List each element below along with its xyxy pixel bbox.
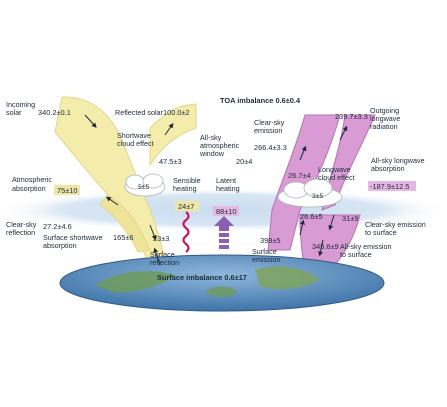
latent-heating-value: 88±10 <box>216 207 237 216</box>
incoming-solar-value: 340.2±0.1 <box>38 108 71 117</box>
sw-cloud-small-value: 5±5 <box>138 184 150 191</box>
lw-down-value-a: 26.6±5 <box>300 212 323 221</box>
atmos-absorption-value: 75±10 <box>57 186 78 195</box>
lw-down-value-b: 31±9 <box>342 214 358 223</box>
reflected-solar-label: Reflected solar <box>115 108 164 117</box>
lw-cloud-top-value: 26.7±4 <box>288 171 311 180</box>
lw-absorption-value: -187.9±12.5 <box>370 182 409 191</box>
surface-sw-value: 165±6 <box>113 233 134 242</box>
earth-surface <box>59 254 385 312</box>
lw-cloud <box>277 178 343 208</box>
lw-cloud-value: 3±5 <box>312 193 324 200</box>
sensible-heat-arrow <box>182 211 190 253</box>
all-sky-to-surface-value: 345.6±9 <box>312 242 339 251</box>
outgoing-lw-value: 239.7±3.3 <box>335 112 368 121</box>
toa-imbalance: TOA imbalance 0.6±0.4 <box>220 96 301 105</box>
surface-imbalance: Surface imbalance 0.6±17 <box>157 273 247 282</box>
latent-heat-arrow <box>214 216 234 249</box>
atmos-window-value: 20±4 <box>236 157 252 166</box>
latent-box <box>213 206 239 216</box>
flow-arrows <box>84 114 348 266</box>
surface-reflection-value: 23±3 <box>153 234 169 243</box>
sw-cloud-value: 47.5±3 <box>159 157 182 166</box>
clear-sky-reflection-value: 27.2±4.6 <box>43 222 72 231</box>
surface-emission-value: 398±5 <box>260 236 281 245</box>
lw-absorption-box <box>368 181 416 191</box>
solar-stream <box>54 96 197 269</box>
sensible-heating-value: 24±7 <box>178 202 194 211</box>
reflected-solar-value: 100.0±2 <box>163 108 190 117</box>
sensible-box <box>175 201 199 211</box>
sw-cloud <box>124 173 166 197</box>
clear-sky-emission-value: 266.4±3.3 <box>254 143 287 152</box>
atmos-absorption-box <box>54 185 80 195</box>
